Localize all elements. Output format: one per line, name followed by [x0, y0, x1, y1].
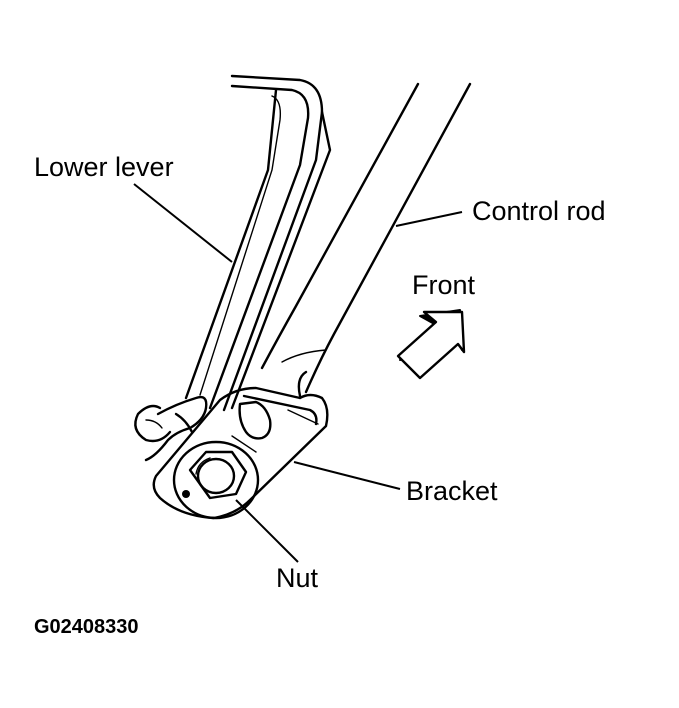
- nut-label: Nut: [276, 563, 319, 593]
- bracket: [152, 370, 329, 520]
- figure-code: G02408330: [34, 616, 139, 638]
- lower-lever: [184, 74, 332, 412]
- control-rod: [260, 82, 472, 394]
- front-arrow-icon: [396, 309, 466, 380]
- bracket-leader: [293, 461, 401, 490]
- lower-lever-label: Lower lever: [34, 152, 174, 182]
- cotter-pin: [134, 395, 208, 462]
- nut-leader: [235, 499, 299, 563]
- control-rod-leader: [395, 211, 463, 227]
- bracket-label: Bracket: [406, 476, 498, 506]
- lower-lever-leader: [133, 183, 233, 263]
- nut: [172, 440, 260, 520]
- control-rod-label: Control rod: [472, 196, 606, 226]
- front-label: Front: [412, 270, 476, 300]
